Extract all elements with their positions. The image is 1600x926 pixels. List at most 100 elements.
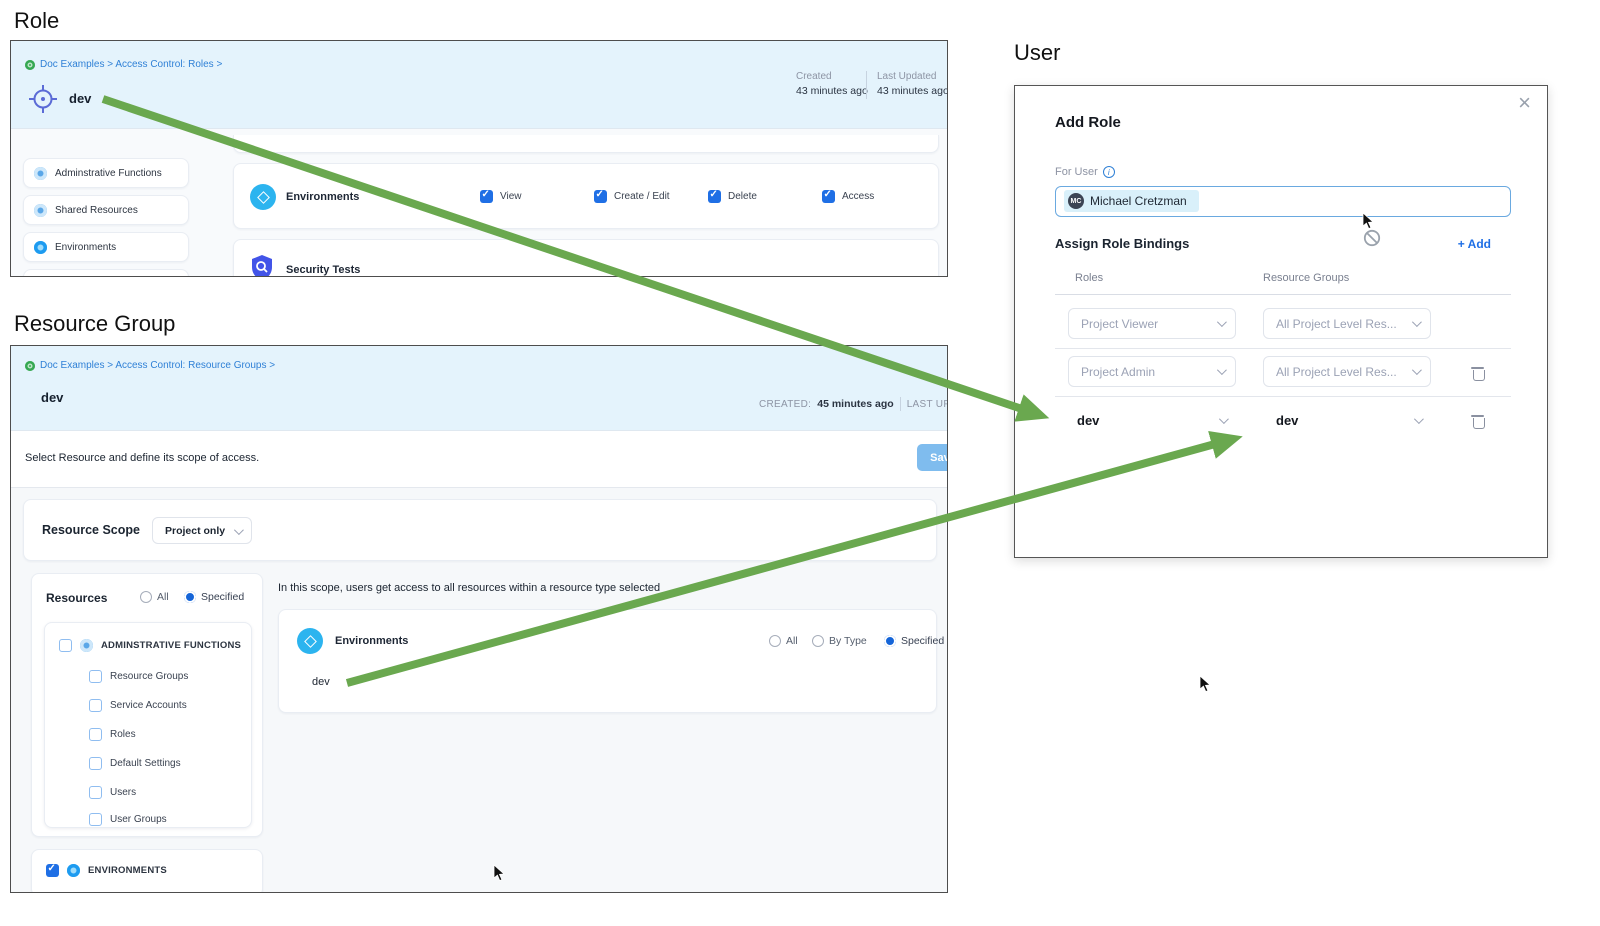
add-binding-button[interactable]: + Add [1457,237,1491,251]
radio-label: By Type [829,635,867,647]
environments-icon [67,864,80,877]
meta-divider [899,397,901,411]
all-radio[interactable] [769,635,781,647]
env-radio-by-type[interactable]: By Type [812,635,867,647]
tree-item-users[interactable]: Users [89,786,136,799]
mouse-cursor-icon [493,864,505,882]
chevron-down-icon[interactable] [1413,414,1424,425]
resource-group-panel: Doc Examples > Access Control: Resource … [10,345,948,893]
sidebar-item-label: Adminstrative Functions [55,167,162,179]
delete-binding-icon[interactable] [1471,412,1486,429]
environments-icon [250,184,276,210]
tree-parent-admin-functions[interactable]: ADMINSTRATIVE FUNCTIONS [59,639,241,652]
perm-access[interactable]: Access [822,189,874,203]
env-radio-specified[interactable]: Specified [884,635,944,647]
meta-divider [866,71,867,99]
default-settings-checkbox[interactable] [89,757,102,770]
sidebar-item-label: Shared Resources [55,204,138,216]
group-select-row2[interactable]: All Project Level Res... [1263,356,1431,387]
perm-create-edit[interactable]: Create / Edit [594,189,670,203]
group-select-value: All Project Level Res... [1276,316,1397,331]
tree-item-user-groups[interactable]: User Groups [89,813,167,826]
create-edit-checkbox[interactable] [594,189,607,203]
row-divider [1055,348,1511,349]
rg-breadcrumb-text[interactable]: Doc Examples > Access Control: Resource … [40,360,276,371]
environments-icon [34,240,47,254]
close-icon[interactable]: × [1518,90,1531,115]
delete-checkbox[interactable] [708,189,721,203]
tree-item-label: Default Settings [110,758,181,769]
users-checkbox[interactable] [89,786,102,799]
rg-title: dev [41,390,64,405]
perm-view[interactable]: View [480,189,522,203]
chevron-down-icon [1216,317,1227,328]
avatar: MC [1068,193,1084,209]
specified-radio[interactable] [184,591,196,603]
environments-group-card[interactable]: ENVIRONMENTS [31,849,263,892]
specified-radio[interactable] [884,635,896,647]
radio-label: Specified [901,635,945,647]
group-select-row3-dev[interactable]: dev [1276,413,1299,428]
checkbox-label: View [500,191,522,202]
environments-checkbox[interactable] [46,863,59,877]
access-checkbox[interactable] [822,189,835,203]
tree-parent-label: ADMINSTRATIVE FUNCTIONS [101,640,242,651]
roles-checkbox[interactable] [89,728,102,741]
role-breadcrumb-text[interactable]: Doc Examples > Access Control: Roles > [40,59,223,70]
resources-radio-specified[interactable]: Specified [184,591,244,603]
admin-functions-checkbox[interactable] [59,639,72,652]
rg-instruction: Select Resource and define its scope of … [25,452,260,464]
tree-item-label: Roles [110,729,136,740]
roles-column-header: Roles [1075,272,1104,284]
resource-scope-card: Resource Scope Project only [23,499,937,561]
resource-scope-label: Resource Scope [42,523,140,537]
user-chip[interactable]: MC Michael Cretzman [1064,190,1199,212]
shared-resources-icon [34,203,47,217]
delete-binding-icon[interactable] [1471,364,1486,381]
service-accounts-checkbox[interactable] [89,699,102,712]
user-section-label: User [1014,40,1061,65]
sidebar-item-administrative-functions[interactable]: Adminstrative Functions [23,158,189,188]
info-icon[interactable]: i [1102,166,1115,178]
group-select-row1[interactable]: All Project Level Res... [1263,308,1431,339]
role-select-value: Project Admin [1081,364,1156,379]
save-button[interactable]: Save [917,444,947,471]
perm-delete[interactable]: Delete [708,189,757,203]
role-select-row1[interactable]: Project Viewer [1068,308,1236,339]
rg-created-value: 45 minutes ago [817,398,894,410]
user-groups-checkbox[interactable] [89,813,102,826]
chevron-down-icon [1216,365,1227,376]
admin-functions-icon [80,639,93,652]
tree-item-service-accounts[interactable]: Service Accounts [89,699,187,712]
tree-item-default-settings[interactable]: Default Settings [89,757,181,770]
project-icon [25,59,35,70]
sidebar-item-environments[interactable]: Environments [23,232,189,262]
sidebar-item-shared-resources[interactable]: Shared Resources [23,195,189,225]
chevron-down-icon[interactable] [1218,414,1229,425]
env-radio-all[interactable]: All [769,635,798,647]
role-breadcrumb[interactable]: Doc Examples > Access Control: Roles > [25,59,222,70]
group-select-value: All Project Level Res... [1276,364,1397,379]
view-checkbox[interactable] [480,189,493,203]
tree-item-roles[interactable]: Roles [89,728,136,741]
permission-card-partial [233,135,939,153]
resource-groups-checkbox[interactable] [89,670,102,683]
tree-item-resource-groups[interactable]: Resource Groups [89,670,188,683]
user-select-input[interactable]: MC Michael Cretzman [1055,186,1511,217]
environments-icon [297,628,323,654]
tree-item-label: Resource Groups [110,671,189,682]
rg-meta: CREATED: 45 minutes ago LAST UPD [759,397,947,411]
permission-resource-label: Security Tests [286,264,361,276]
role-select-row2[interactable]: Project Admin [1068,356,1236,387]
role-select-row3-dev[interactable]: dev [1077,413,1100,428]
all-radio[interactable] [140,591,152,603]
created-value: 43 minutes ago [796,85,868,97]
sidebar-item-label: Environments [55,241,117,253]
resource-scope-select[interactable]: Project only [152,517,253,544]
security-tests-permission-row: Security Tests [233,239,939,276]
rg-breadcrumb[interactable]: Doc Examples > Access Control: Resource … [25,360,275,371]
resources-radio-all[interactable]: All [140,591,169,603]
chevron-down-icon [1411,365,1422,376]
tree-item-label: Service Accounts [110,700,187,711]
by-type-radio[interactable] [812,635,824,647]
